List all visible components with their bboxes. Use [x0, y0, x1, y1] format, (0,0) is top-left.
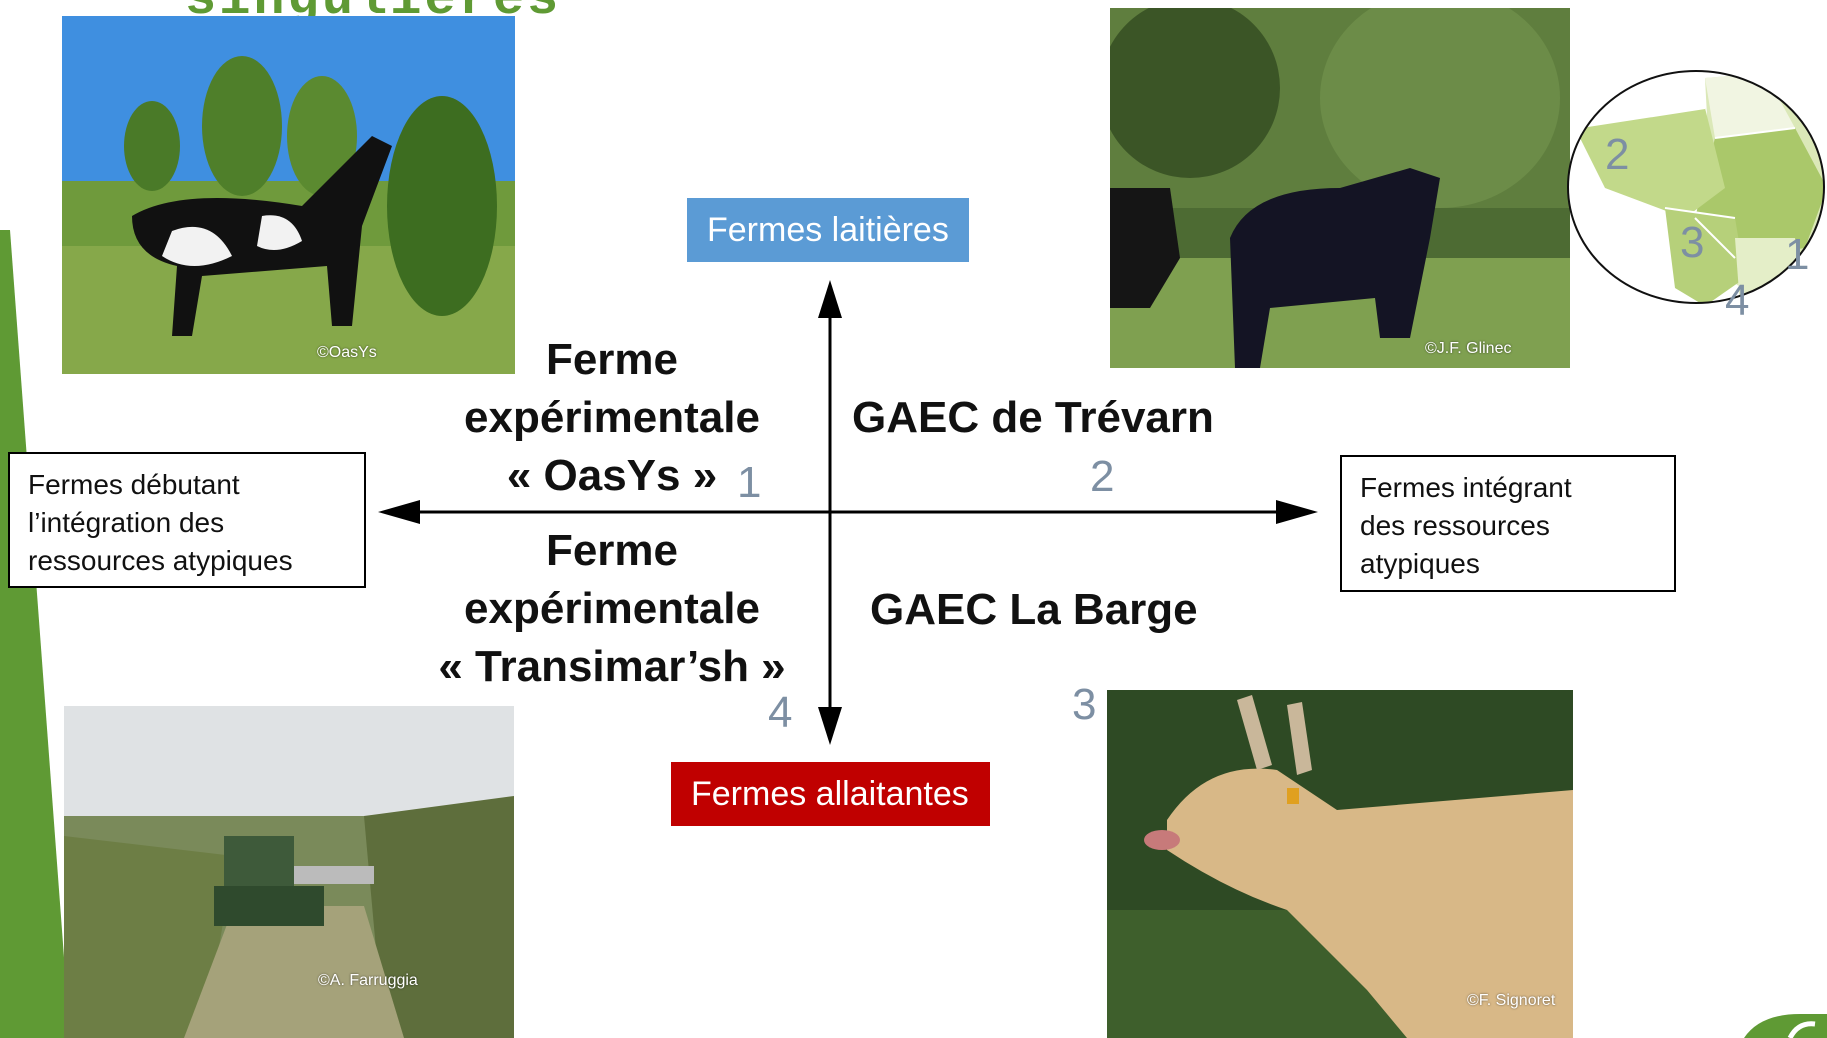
farm-line: « OasYs » [506, 451, 718, 500]
logo-fragment [1744, 1014, 1827, 1038]
label-dairy-farms-text: Fermes laitières [707, 211, 949, 249]
farm-trevarn: GAEC de Trévarn [852, 389, 1252, 447]
box-line: Fermes intégrant [1360, 472, 1572, 503]
photo-credit: ©OasYs [317, 344, 377, 361]
box-beginning-farms: Fermes débutant l’intégration des ressou… [8, 452, 366, 588]
map-label-1: 1 [1785, 230, 1810, 279]
box-integrating-farms: Fermes intégrant des ressources atypique… [1340, 455, 1676, 592]
label-suckler-farms: Fermes allaitantes [671, 762, 990, 826]
box-line: Fermes débutant [28, 469, 240, 500]
box-line: ressources atypiques [28, 545, 293, 576]
photo-credit: ©F. Signoret [1467, 992, 1556, 1009]
farm-transimarsh: Ferme expérimentale « Transimar’sh » [412, 522, 812, 696]
farm-line: Ferme [545, 526, 679, 575]
photo-tractor-transimarsh: ©A. Farruggia [64, 706, 514, 1038]
farm-name: GAEC La Barge [870, 585, 1198, 634]
farm-line: « Transimar’sh » [438, 642, 786, 691]
farm-line: expérimentale [464, 393, 760, 442]
farm-name: GAEC de Trévarn [852, 393, 1214, 442]
map-label-2: 2 [1605, 130, 1630, 179]
map-label-4: 4 [1725, 276, 1750, 325]
arrow-down [818, 707, 842, 745]
label-suckler-farms-text: Fermes allaitantes [691, 775, 969, 813]
farm-number-4: 4 [768, 688, 793, 737]
farm-number-3: 3 [1072, 680, 1097, 729]
farm-oasys: Ferme expérimentale « OasYs » [430, 331, 794, 505]
label-dairy-farms: Fermes laitières [687, 198, 969, 262]
photo-cow-oasys: ©OasYs [62, 16, 515, 374]
photo-credit: ©A. Farruggia [318, 972, 418, 989]
arrow-left [378, 500, 420, 524]
arrow-up [818, 280, 842, 318]
farm-number-1: 1 [737, 458, 762, 507]
box-line: des ressources [1360, 510, 1550, 541]
photo-cow-trevarn: ©J.F. Glinec [1110, 8, 1570, 368]
photo-credit: ©J.F. Glinec [1425, 340, 1512, 357]
farm-number-2: 2 [1090, 452, 1115, 501]
box-line: atypiques [1360, 548, 1480, 579]
arrow-right [1276, 500, 1318, 524]
map-label-3: 3 [1680, 218, 1705, 267]
farm-labarge: GAEC La Barge [870, 581, 1270, 639]
green-side-band [0, 230, 70, 1038]
farm-line: expérimentale [464, 584, 760, 633]
photo-cow-labarge: ©F. Signoret [1107, 690, 1573, 1038]
farm-line: Ferme [545, 335, 679, 384]
box-line: l’intégration des [28, 507, 225, 538]
region-map: 2 3 1 4 [1565, 68, 1827, 325]
